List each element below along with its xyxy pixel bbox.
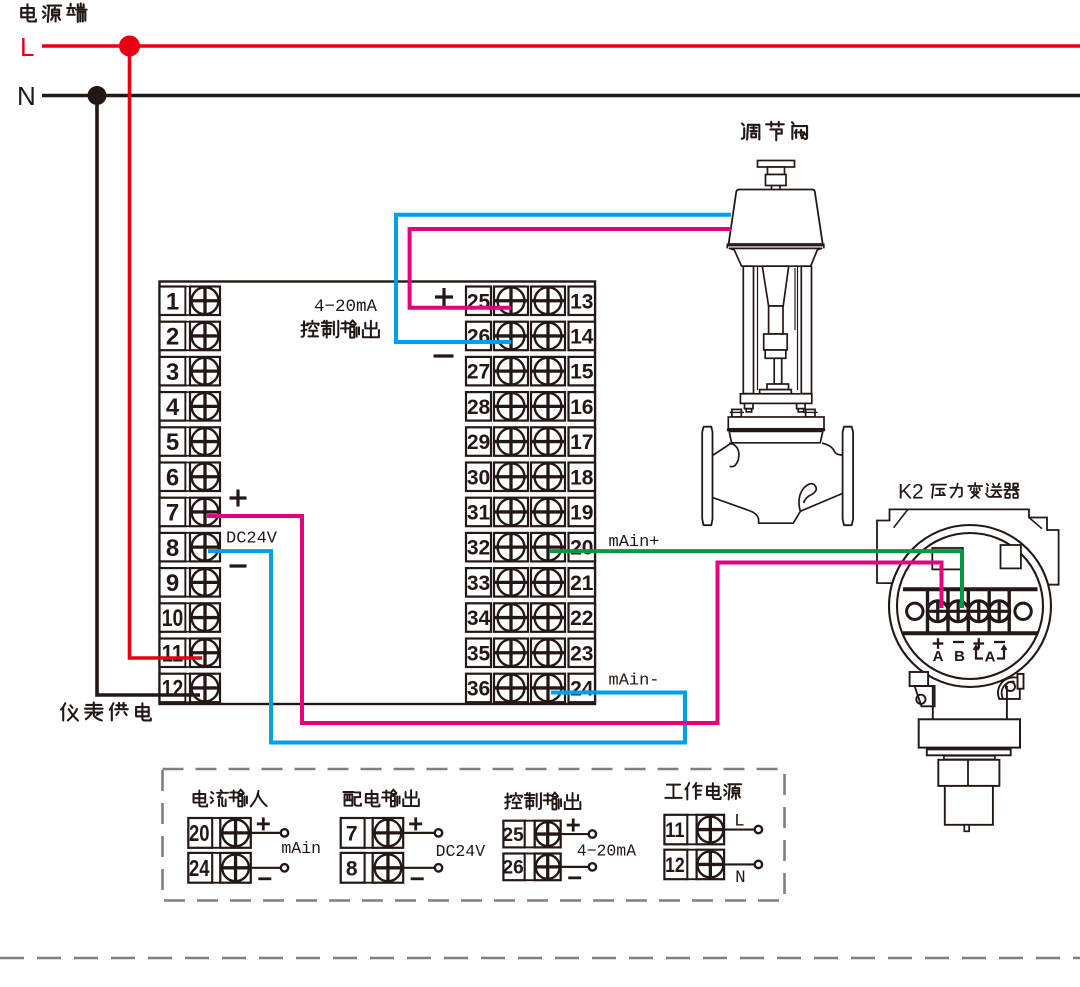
- svg-text:13: 13: [570, 290, 593, 313]
- svg-text:A: A: [933, 648, 944, 665]
- svg-text:24: 24: [189, 855, 210, 881]
- svg-text:B: B: [954, 648, 965, 665]
- svg-text:4: 4: [166, 394, 180, 421]
- svg-text:33: 33: [467, 572, 490, 595]
- svg-text:mAin: mAin: [281, 839, 321, 858]
- svg-text:DC24V: DC24V: [436, 842, 486, 861]
- svg-text:N: N: [17, 81, 36, 111]
- svg-text:26: 26: [503, 858, 524, 879]
- svg-text:26: 26: [467, 325, 490, 348]
- svg-text:mAin-: mAin-: [609, 672, 660, 691]
- svg-text:2: 2: [166, 324, 179, 351]
- svg-text:15: 15: [570, 361, 594, 384]
- svg-text:L: L: [734, 811, 745, 831]
- svg-text:8: 8: [166, 535, 179, 562]
- svg-text:16: 16: [570, 396, 593, 419]
- svg-text:28: 28: [467, 396, 491, 419]
- svg-text:30: 30: [467, 466, 490, 489]
- svg-text:14: 14: [570, 325, 594, 348]
- svg-text:7: 7: [346, 822, 358, 845]
- svg-text:11: 11: [665, 819, 685, 842]
- svg-text:20: 20: [189, 820, 210, 846]
- svg-text:N: N: [735, 868, 746, 888]
- svg-text:19: 19: [570, 501, 593, 524]
- svg-text:7: 7: [166, 500, 179, 527]
- svg-text:25: 25: [467, 290, 491, 313]
- svg-text:17: 17: [570, 431, 593, 454]
- svg-text:9: 9: [166, 570, 179, 597]
- svg-text:32: 32: [467, 537, 490, 560]
- svg-text:36: 36: [467, 677, 490, 700]
- svg-text:22: 22: [570, 607, 593, 630]
- svg-text:12: 12: [665, 854, 685, 877]
- svg-text:25: 25: [503, 825, 525, 846]
- svg-text:29: 29: [467, 431, 490, 454]
- svg-text:1: 1: [166, 288, 179, 315]
- svg-text:DC24V: DC24V: [226, 530, 278, 549]
- svg-text:5: 5: [166, 429, 179, 456]
- svg-text:4−20mA: 4−20mA: [314, 297, 378, 317]
- svg-text:11: 11: [162, 640, 184, 667]
- svg-text:34: 34: [467, 607, 491, 630]
- svg-text:10: 10: [162, 605, 184, 632]
- svg-text:27: 27: [467, 361, 490, 384]
- svg-text:L: L: [20, 32, 34, 62]
- svg-text:35: 35: [467, 642, 491, 665]
- svg-text:K2: K2: [898, 481, 924, 504]
- svg-text:3: 3: [166, 359, 179, 386]
- svg-text:mAin+: mAin+: [609, 533, 660, 552]
- svg-text:6: 6: [166, 464, 179, 491]
- svg-text:12: 12: [162, 676, 184, 703]
- svg-text:20: 20: [570, 537, 593, 560]
- svg-text:21: 21: [570, 572, 594, 595]
- svg-text:18: 18: [570, 466, 594, 489]
- svg-text:A: A: [985, 649, 996, 666]
- svg-text:24: 24: [570, 677, 594, 700]
- svg-text:31: 31: [467, 501, 491, 524]
- svg-text:23: 23: [570, 642, 593, 665]
- svg-text:4−20mA: 4−20mA: [577, 842, 637, 861]
- svg-text:8: 8: [346, 857, 358, 880]
